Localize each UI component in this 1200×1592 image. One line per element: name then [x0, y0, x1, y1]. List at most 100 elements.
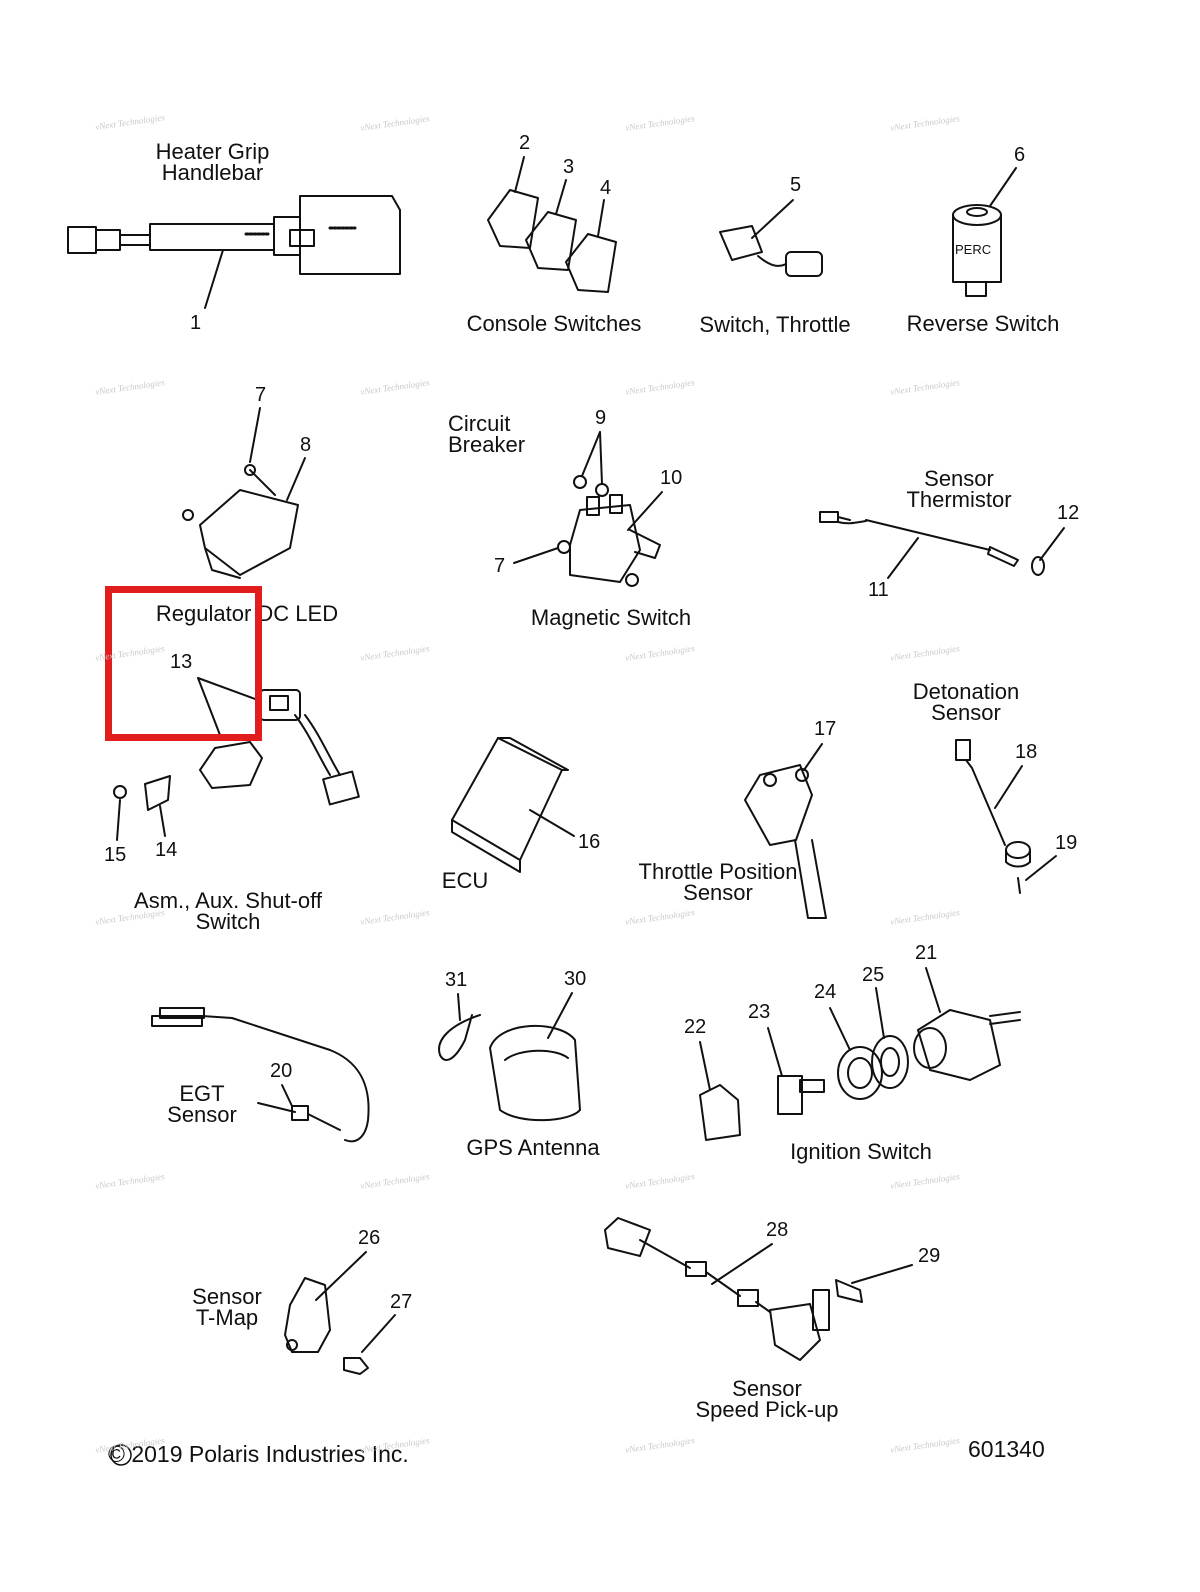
callout-27: 27 — [390, 1291, 413, 1313]
callout-28: 28 — [766, 1219, 789, 1241]
leader-3 — [555, 179, 567, 215]
copyright-circle — [110, 1444, 132, 1466]
label-regulator: Regulator DC LED — [155, 601, 339, 626]
sensor-thermistor-drawing — [819, 511, 1045, 576]
leader-13a — [197, 677, 221, 736]
egt-sensor-drawing — [151, 1007, 370, 1143]
leader-9a — [581, 431, 601, 477]
leader-8 — [286, 457, 306, 501]
callout-2: 2 — [519, 132, 531, 154]
leader-13b — [197, 677, 259, 701]
leader-7a — [249, 407, 261, 463]
leader-19 — [1025, 855, 1057, 881]
label-egt-sensor: EGT Sensor — [167, 1081, 237, 1127]
leader-23 — [767, 1027, 783, 1077]
label-aux-shutoff-switch: Asm., Aux. Shut-off Switch — [134, 888, 322, 934]
leader-5 — [751, 199, 794, 239]
leader-21 — [925, 967, 941, 1013]
ecu-drawing — [451, 737, 569, 873]
callout-21: 21 — [915, 942, 938, 964]
leader-27 — [361, 1314, 396, 1353]
ignition-switch-drawing — [699, 1009, 1021, 1141]
label-detonation-sensor: Detonation Sensor — [912, 679, 1020, 725]
callout-13: 13 — [170, 651, 193, 673]
label-sensor-tmap: Sensor T-Map — [192, 1284, 262, 1330]
regulator-drawing — [182, 464, 299, 579]
callout-30: 30 — [564, 968, 587, 990]
callout-20: 20 — [270, 1060, 293, 1082]
callout-3: 3 — [563, 156, 575, 178]
callout-18: 18 — [1015, 741, 1038, 763]
console-switches-drawing — [487, 189, 617, 293]
label-reverse-switch: Reverse Switch — [906, 311, 1060, 336]
label-switch-throttle: Switch, Throttle — [699, 312, 851, 337]
highlight-box — [105, 586, 262, 741]
label-console-switches: Console Switches — [466, 311, 642, 336]
diagram-id: 601340 — [968, 1436, 1045, 1462]
leader-22 — [699, 1041, 711, 1091]
callout-9: 9 — [595, 407, 607, 429]
callout-17: 17 — [814, 718, 837, 740]
leader-29 — [851, 1264, 913, 1284]
label-gps-antenna: GPS Antenna — [466, 1135, 600, 1160]
detonation-sensor-drawing — [955, 739, 1031, 894]
callout-24: 24 — [814, 981, 837, 1003]
copyright-text: © 2019 Polaris Industries Inc. — [108, 1441, 409, 1467]
heater-grip-handlebar-drawing — [67, 195, 401, 275]
leader-4 — [597, 199, 605, 237]
callout-16: 16 — [578, 831, 601, 853]
leader-15 — [116, 799, 121, 841]
leader-1 — [204, 249, 224, 309]
leader-11 — [887, 537, 919, 579]
callout-22: 22 — [684, 1016, 707, 1038]
perc-marking: PERC — [955, 242, 992, 257]
label-ecu: ECU — [441, 868, 489, 893]
leader-6 — [989, 167, 1017, 207]
leader-25 — [875, 987, 885, 1039]
callout-7a: 7 — [255, 384, 267, 406]
magnetic-switch-drawing — [557, 475, 661, 587]
callout-4: 4 — [600, 177, 612, 199]
callout-26: 26 — [358, 1227, 381, 1249]
callout-5: 5 — [790, 174, 802, 196]
speed-pickup-drawing — [604, 1217, 863, 1361]
sensor-tmap-drawing — [284, 1277, 369, 1375]
leader-7a-b — [249, 469, 276, 496]
throttle-position-sensor-drawing — [744, 764, 827, 919]
callout-12: 12 — [1057, 502, 1080, 524]
callout-11: 11 — [868, 579, 889, 601]
callout-29: 29 — [918, 1245, 941, 1267]
leader-10 — [627, 491, 663, 531]
label-throttle-position-sensor: Throttle Position Sensor — [638, 859, 798, 905]
callout-6: 6 — [1014, 144, 1026, 166]
label-speed-pickup: Sensor Speed Pick-up — [695, 1376, 839, 1422]
callout-7b: 7 — [494, 555, 506, 577]
leader-28 — [711, 1243, 773, 1285]
callout-14: 14 — [155, 839, 178, 861]
callout-8: 8 — [300, 434, 312, 456]
aux-shutoff-drawing — [113, 689, 360, 811]
callout-10: 10 — [660, 467, 683, 489]
callout-31: 31 — [445, 969, 468, 991]
label-heater-grip: Heater Grip Handlebar — [155, 139, 270, 185]
callout-23: 23 — [748, 1001, 771, 1023]
callout-19: 19 — [1055, 832, 1078, 854]
label-sensor-thermistor: Sensor Thermistor — [906, 466, 1012, 512]
leader-12 — [1039, 527, 1065, 561]
leader-7b — [513, 547, 559, 564]
leader-26 — [315, 1251, 367, 1301]
gps-antenna-drawing — [438, 1014, 581, 1122]
leader-16 — [529, 809, 575, 837]
callout-25: 25 — [862, 964, 885, 986]
label-magnetic-switch: Magnetic Switch — [530, 605, 692, 630]
throttle-switch-drawing — [719, 225, 823, 277]
leader-20 — [281, 1084, 293, 1107]
leader-14 — [159, 805, 166, 837]
leader-30 — [547, 992, 573, 1039]
callout-1: 1 — [190, 312, 202, 334]
reverse-switch-drawing — [952, 204, 1002, 297]
leader-31 — [457, 993, 461, 1021]
leader-2 — [514, 156, 525, 193]
